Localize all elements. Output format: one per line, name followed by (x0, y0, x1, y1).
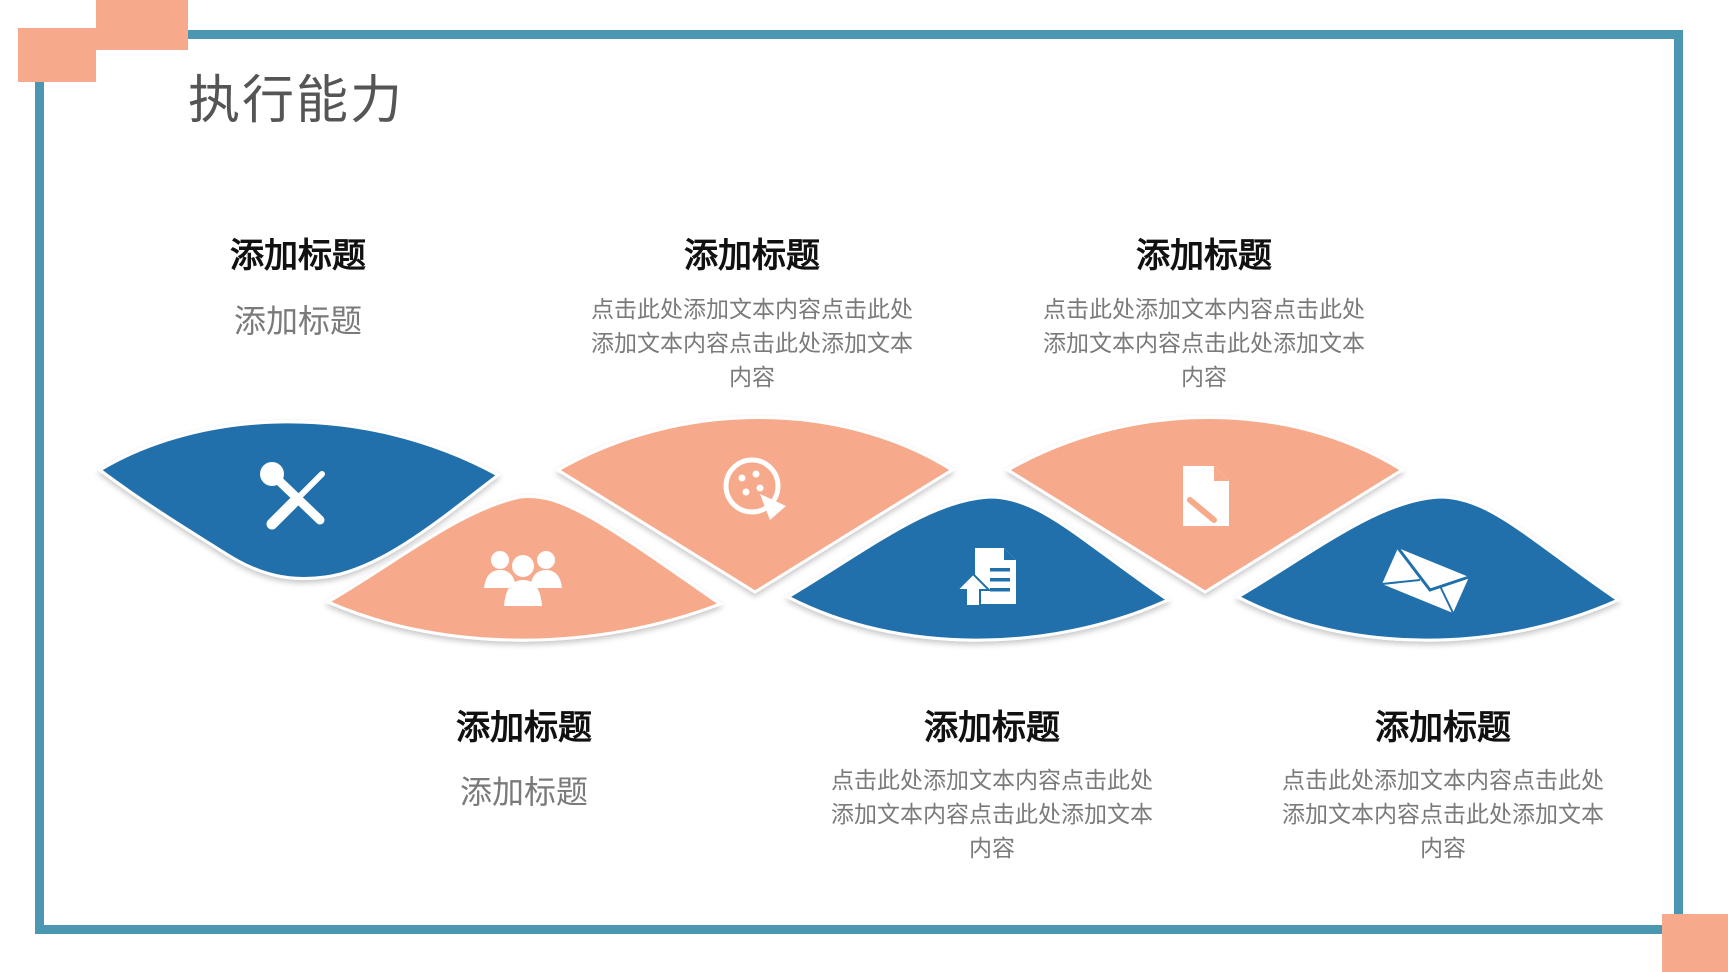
corner-decoration-top-outer (18, 28, 96, 82)
pizza-icon (723, 457, 786, 520)
petal-3 (555, 416, 955, 594)
document-edit-icon (1183, 466, 1229, 526)
item-5-title: 添加标题 (1136, 236, 1272, 276)
slide-frame (35, 30, 1683, 934)
item-2-title: 添加标题 (456, 708, 592, 748)
page-title: 执行能力 (188, 71, 405, 131)
corner-decoration-top-inner (96, 0, 188, 50)
item-6-description: 点击此处添加文本内容点击此处添加文本内容点击此处添加文本内容 (1282, 768, 1604, 862)
item-3-description: 点击此处添加文本内容点击此处添加文本内容点击此处添加文本内容 (591, 297, 913, 391)
corner-decoration-bottom (1662, 914, 1728, 972)
item-4-description: 点击此处添加文本内容点击此处添加文本内容点击此处添加文本内容 (831, 768, 1153, 862)
item-1-subtitle: 添加标题 (233, 302, 362, 340)
envelope-icon (1381, 547, 1470, 614)
item-5-description: 点击此处添加文本内容点击此处添加文本内容点击此处添加文本内容 (1043, 297, 1365, 391)
item-1-title: 添加标题 (230, 236, 366, 276)
item-3-title: 添加标题 (684, 236, 820, 276)
item-6-title: 添加标题 (1375, 708, 1511, 748)
item-4-title: 添加标题 (924, 708, 1060, 748)
document-upload-icon (954, 548, 1016, 607)
item-2-subtitle: 添加标题 (459, 773, 588, 811)
group-icon (484, 551, 562, 606)
tools-icon (260, 462, 325, 530)
